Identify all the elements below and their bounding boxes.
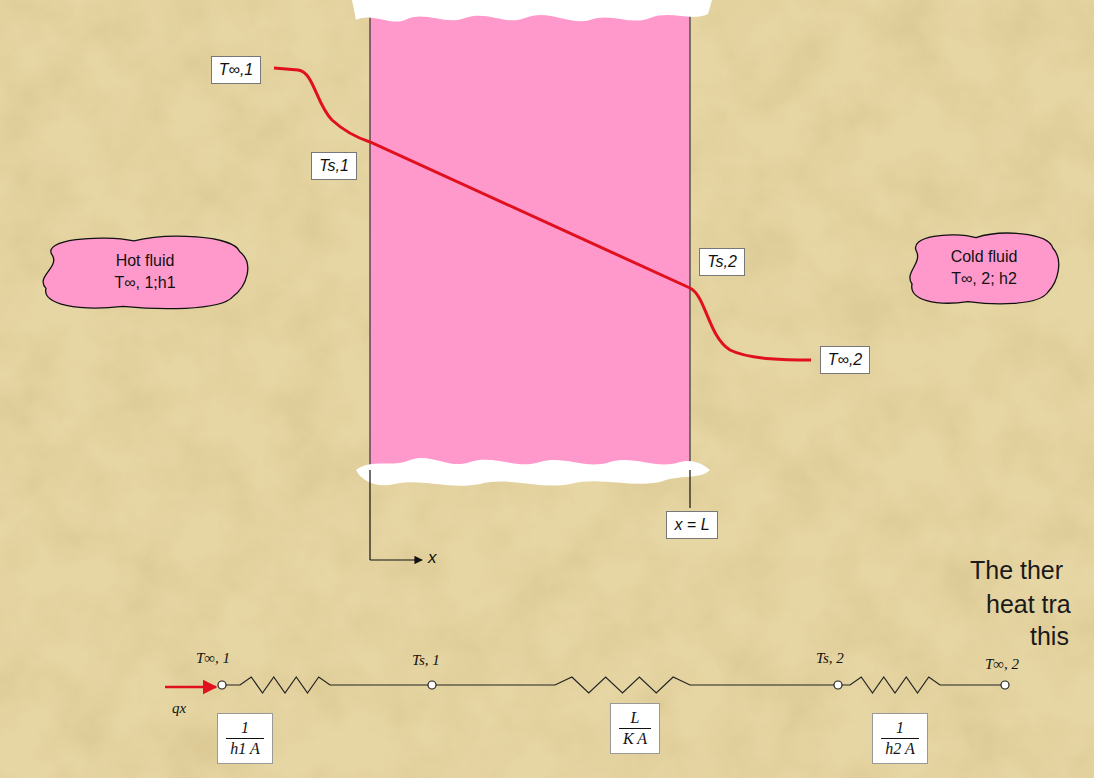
fluid-properties: T∞, 2; h2 xyxy=(951,268,1017,290)
circuit-wire xyxy=(226,677,1001,693)
wall-body xyxy=(370,8,690,468)
tag-text: T∞,2 xyxy=(828,351,863,369)
note-text: heat tra xyxy=(986,590,1071,619)
origin-tick xyxy=(369,470,370,560)
numerator: 1 xyxy=(881,718,918,739)
circuit-node xyxy=(218,681,226,689)
fluid-blob: Cold fluidT∞, 2; h2 xyxy=(904,228,1064,308)
denominator: K A xyxy=(619,729,651,749)
tag-text: x = L xyxy=(674,516,709,534)
torn-edge-top xyxy=(352,0,712,22)
temperature-profile xyxy=(274,68,811,360)
fluid-name: Cold fluid xyxy=(951,246,1018,268)
temperature-tag: T∞,2 xyxy=(820,346,871,374)
numerator: L xyxy=(619,708,651,729)
circuit-node xyxy=(428,681,436,689)
circuit-node xyxy=(834,681,842,689)
thermal-circuit xyxy=(165,677,1009,693)
circuit-node xyxy=(1001,681,1009,689)
note-text: this xyxy=(1030,622,1069,651)
torn-edge-bottom xyxy=(356,458,710,486)
plane-wall xyxy=(352,0,712,486)
resistance-box: 1h2 A xyxy=(872,713,927,764)
denominator: h2 A xyxy=(881,739,918,759)
wall-end-tick xyxy=(689,470,690,508)
fluid-blob: Hot fluidT∞, 1;h1 xyxy=(35,231,255,313)
blob-outline xyxy=(904,228,1064,308)
circuit-node-label: Ts, 2 xyxy=(816,650,844,667)
numerator: 1 xyxy=(226,718,263,739)
heat-rate-label: qx xyxy=(172,700,186,717)
denominator: h1 A xyxy=(226,739,263,759)
circuit-node-label: T∞, 2 xyxy=(985,656,1019,673)
tag-text: T∞,1 xyxy=(219,61,254,79)
heat-flow-arrow xyxy=(165,686,216,689)
temperature-tag: Ts,2 xyxy=(699,248,745,276)
axis-label: x xyxy=(428,548,437,568)
temperature-tag: Ts,1 xyxy=(311,152,357,180)
wall-face-left xyxy=(369,8,370,468)
wall-face-right xyxy=(689,8,690,468)
resistance-box: 1h1 A xyxy=(217,713,272,764)
x-axis-arrow xyxy=(370,559,422,560)
position-tag: x = L xyxy=(666,511,717,539)
circuit-node-label: Ts, 1 xyxy=(412,652,440,669)
circuit-node-label: T∞, 1 xyxy=(196,650,230,667)
note-text: The ther xyxy=(970,556,1063,585)
blob-shape xyxy=(910,233,1059,304)
blob-shape xyxy=(43,236,248,308)
blob-outline xyxy=(35,231,255,313)
tag-text: Ts,2 xyxy=(707,253,737,271)
tag-text: Ts,1 xyxy=(319,157,349,175)
fluid-name: Hot fluid xyxy=(116,250,175,272)
resistance-box: LK A xyxy=(610,703,660,754)
fluid-properties: T∞, 1;h1 xyxy=(114,272,175,294)
temperature-tag: T∞,1 xyxy=(211,56,262,84)
